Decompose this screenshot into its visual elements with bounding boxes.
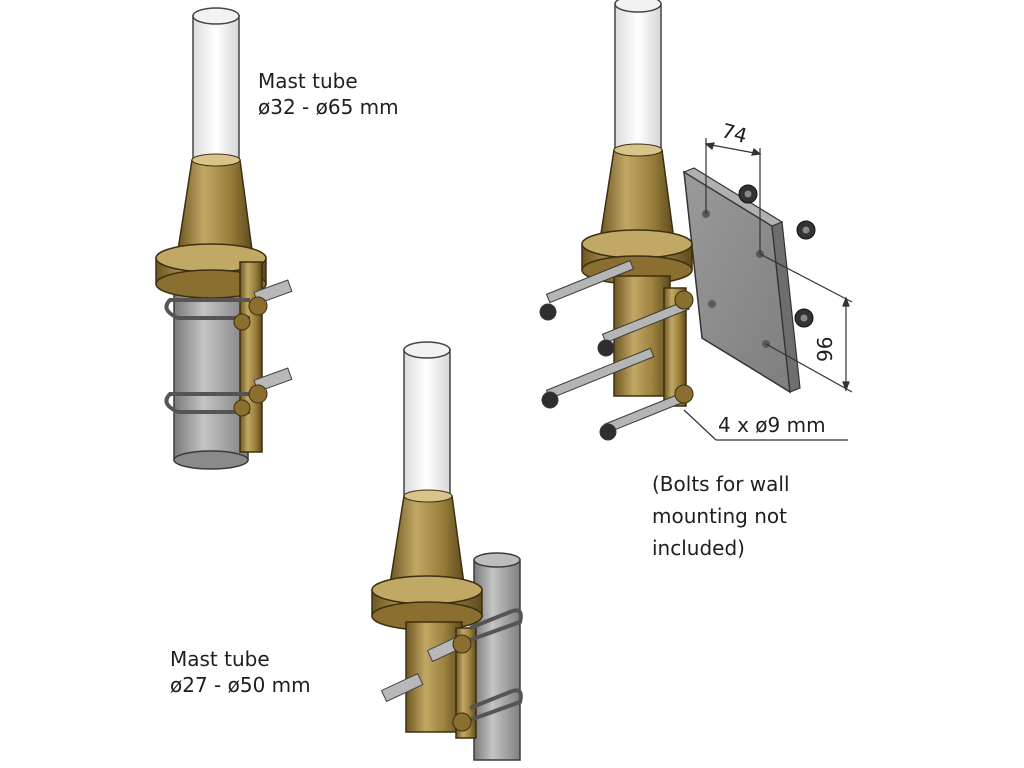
wall-bolts [539, 259, 694, 441]
mast-tube-large-label: Mast tube ø32 - ø65 mm [258, 68, 399, 120]
mast-tube-small-range: ø27 - ø50 mm [170, 673, 311, 697]
antenna-tube-wall [614, 0, 662, 155]
mast-tube-large-range: ø32 - ø65 mm [258, 95, 399, 119]
dimension-width [704, 138, 762, 254]
dimension-width-label: 74 [719, 118, 750, 148]
brass-cone [177, 159, 253, 251]
mast-tube-large-title: Mast tube [258, 69, 358, 93]
threaded-bolts [233, 279, 293, 417]
dimension-height-label: 96 [813, 337, 837, 362]
dimension-height [759, 253, 853, 393]
bolts-note-line2: mounting not [652, 504, 787, 528]
antenna-tube [192, 7, 240, 167]
threaded-bolts-small [380, 634, 472, 732]
u-bolt-lower [164, 392, 250, 414]
pipe-mount-small [371, 341, 523, 761]
u-bolt-small-upper [469, 608, 523, 642]
wall-plate [682, 167, 801, 394]
mast-tube-small-title: Mast tube [170, 647, 270, 671]
clamp-bar-small [455, 627, 477, 739]
holes-leader [683, 409, 848, 441]
mast-pipe-small [473, 552, 521, 761]
bolts-note-line3: included) [652, 536, 745, 560]
antenna-tube-small [403, 341, 451, 501]
pipe-mount-large [155, 7, 293, 470]
u-bolt-upper [164, 298, 250, 320]
wall-mount: 74 96 [539, 0, 853, 441]
bolts-note-line1: (Bolts for wall [652, 472, 790, 496]
mast-tube-small-label: Mast tube ø27 - ø50 mm [170, 646, 311, 698]
u-bolt-small-lower [469, 688, 523, 722]
loose-nuts [738, 184, 816, 328]
bolts-note: (Bolts for wall mounting not included) [652, 468, 790, 564]
holes-label: 4 x ø9 mm [718, 413, 826, 437]
brass-cone-wall [599, 149, 675, 241]
brass-cone-small [389, 495, 465, 585]
